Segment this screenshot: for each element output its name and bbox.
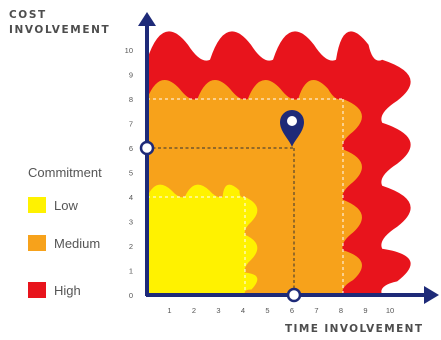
legend-label-high: High xyxy=(54,282,81,298)
x-tick-4: 4 xyxy=(241,306,245,315)
x-tick-6: 6 xyxy=(290,306,294,315)
x-tick-2: 2 xyxy=(192,306,196,315)
legend-swatch-high xyxy=(28,282,46,298)
y-axis-arrow xyxy=(138,12,156,26)
y-tick-1: 1 xyxy=(129,267,133,276)
axes-layer xyxy=(138,12,439,304)
y-tick-10: 10 xyxy=(125,46,133,55)
location-pin-hole xyxy=(287,116,297,126)
y-axis-title-line-2: INVOLVEMENT xyxy=(9,24,111,36)
y-tick-9: 9 xyxy=(129,71,133,80)
y-tick-8: 8 xyxy=(129,95,133,104)
legend-item-high: High xyxy=(28,282,81,298)
x-tick-9: 9 xyxy=(363,306,367,315)
y-tick-6: 6 xyxy=(129,144,133,153)
y-tick-7: 7 xyxy=(129,120,133,129)
x-tick-5: 5 xyxy=(265,306,269,315)
x-tick-10: 10 xyxy=(386,306,394,315)
guides-layer xyxy=(147,98,344,295)
y-tick-2: 2 xyxy=(129,242,133,251)
location-pin-icon xyxy=(280,110,304,147)
x-tick-1: 1 xyxy=(167,306,171,315)
y-tick-3: 3 xyxy=(129,218,133,227)
legend-swatch-medium xyxy=(28,235,46,251)
x-value-marker xyxy=(286,287,302,303)
x-tick-3: 3 xyxy=(216,306,220,315)
legend-swatch-low xyxy=(28,197,46,213)
y-tick-5: 5 xyxy=(129,169,133,178)
legend-label-medium: Medium xyxy=(54,235,101,251)
x-axis-arrow xyxy=(424,286,439,304)
markers-layer xyxy=(139,110,304,303)
y-value-marker xyxy=(139,140,155,156)
x-tick-7: 7 xyxy=(314,306,318,315)
x-tick-8: 8 xyxy=(339,306,343,315)
legend-item-low: Low xyxy=(28,197,78,213)
zones-layer xyxy=(147,31,411,295)
zone-low xyxy=(147,184,258,295)
legend-title: Commitment xyxy=(28,165,102,180)
legend-label-low: Low xyxy=(54,197,78,213)
x-axis-title: TIME INVOLVEMENT xyxy=(285,323,424,335)
y-tick-4: 4 xyxy=(129,193,133,202)
y-tick-0: 0 xyxy=(129,291,133,300)
y-axis-title-line-1: COST xyxy=(9,9,47,21)
ticks-layer: 0 1 2 3 4 5 6 7 8 9 10 1 2 3 4 5 6 7 8 9 10 xyxy=(125,46,395,315)
legend-item-medium: Medium xyxy=(28,235,100,251)
